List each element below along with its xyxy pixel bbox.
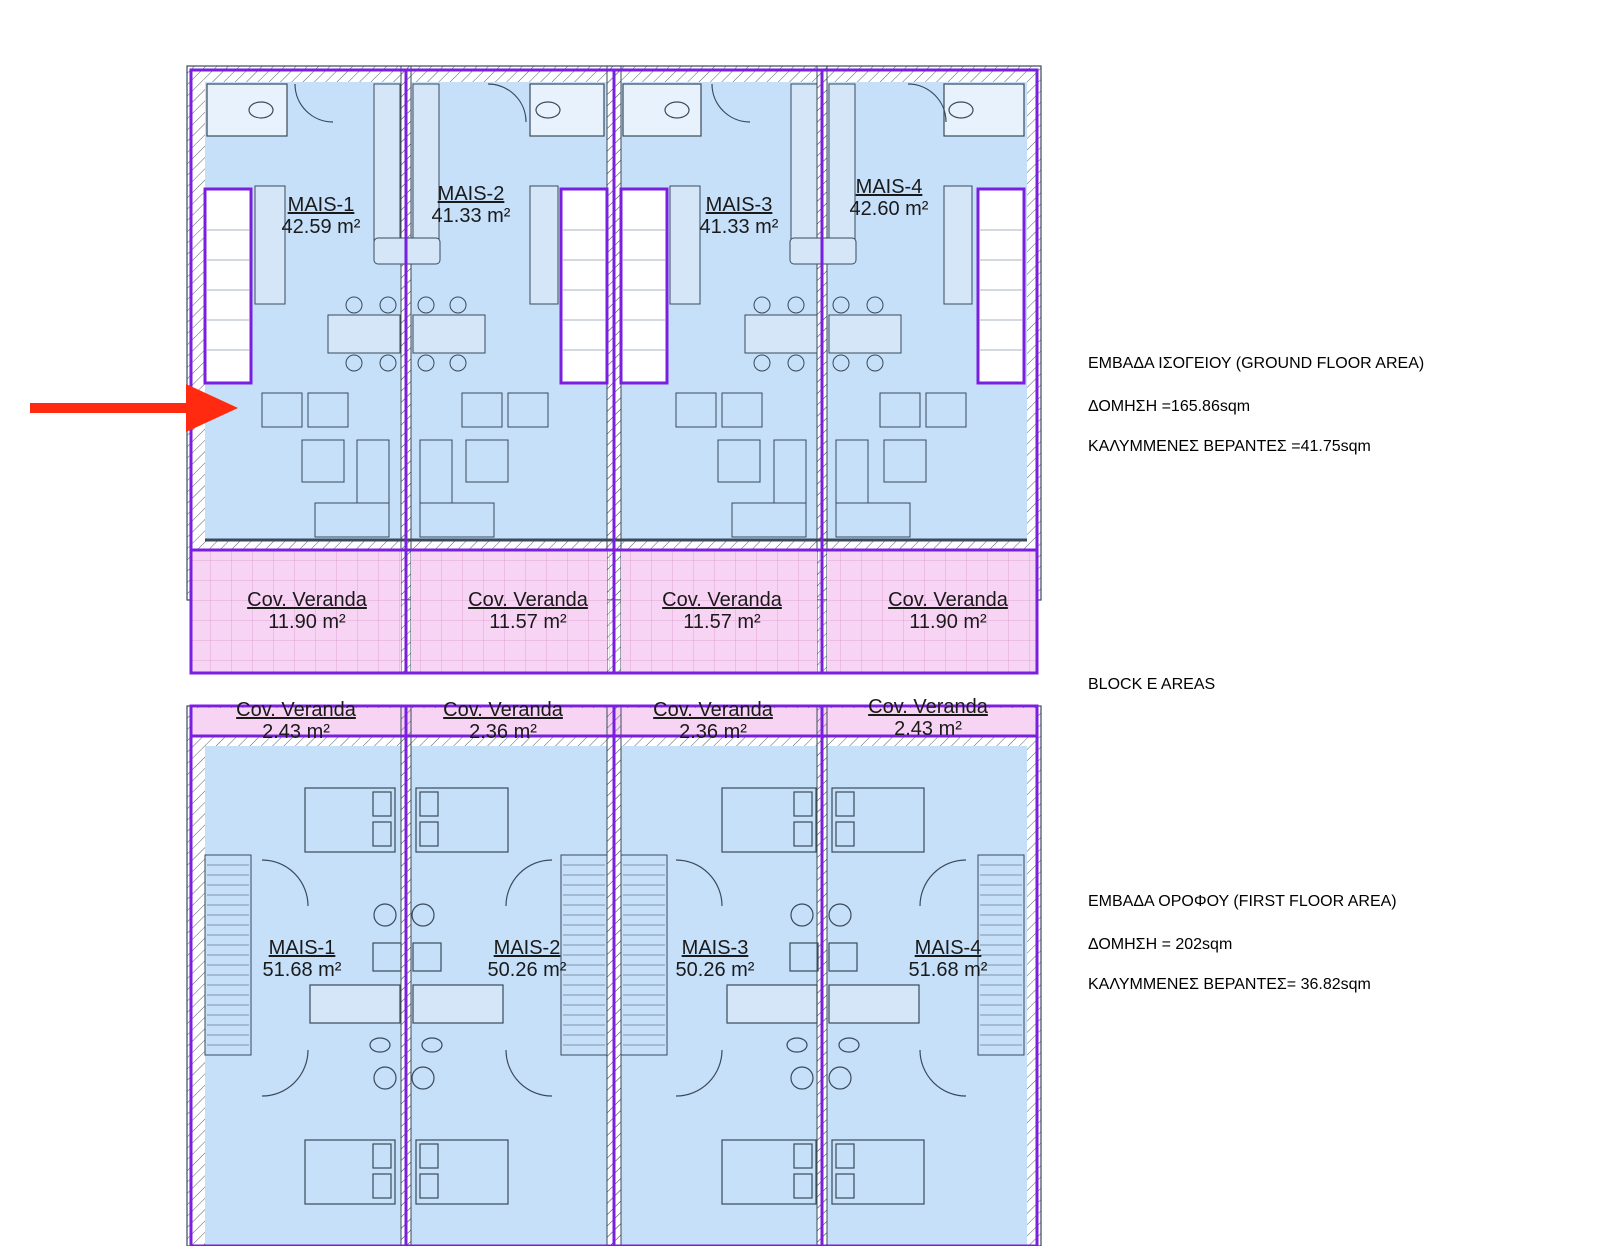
block-title: BLOCK E AREAS <box>1088 676 1216 693</box>
gf-veranda-3-name: Cov. Veranda <box>662 589 783 611</box>
ground-floor-verandas: ΚΑΛΥΜΜΕΝΕΣ ΒΕΡΑΝΤΕΣ =41.75sqm <box>1088 438 1371 455</box>
ground-floor-area-heading: ΕΜΒΑΔΑ ΙΣΟΓΕΙΟΥ (GROUND FLOOR AREA) <box>1088 355 1425 372</box>
gf-unit-2-name: MAIS-2 <box>438 183 505 205</box>
ground-floor-plan <box>186 65 1042 675</box>
first-floor-domisi: ΔΟΜΗΣΗ = 202sqm <box>1088 936 1233 953</box>
gf-unit-3-name: MAIS-3 <box>706 194 773 216</box>
first-floor-verandas: ΚΑΛΥΜΜΕΝΕΣ ΒΕΡΑΝΤΕΣ= 36.82sqm <box>1088 976 1371 993</box>
gf-unit-4-area: 42.60 m² <box>850 198 929 220</box>
ff-unit-1-area: 51.68 m² <box>263 959 342 981</box>
gf-veranda-3-area: 11.57 m² <box>683 611 761 633</box>
ff-veranda-1-area: 2.43 m² <box>262 721 330 743</box>
first-floor-labels: Cov. Veranda 2.43 m² Cov. Veranda 2.36 m… <box>236 696 989 981</box>
gf-stairs <box>203 187 1026 385</box>
ground-floor-domisi: ΔΟΜΗΣΗ =165.86sqm <box>1088 398 1251 415</box>
gf-veranda-4-name: Cov. Veranda <box>888 589 1009 611</box>
gf-veranda-1-name: Cov. Veranda <box>247 589 368 611</box>
ff-veranda-2-name: Cov. Veranda <box>443 699 564 721</box>
gf-veranda-1-area: 11.90 m² <box>268 611 346 633</box>
first-floor-plan <box>186 704 1042 1246</box>
ff-veranda-3-name: Cov. Veranda <box>653 699 774 721</box>
ff-unit-3-name: MAIS-3 <box>682 937 749 959</box>
ff-unit-2-area: 50.26 m² <box>488 959 567 981</box>
gf-unit-3-area: 41.33 m² <box>700 216 779 238</box>
gf-veranda-2-name: Cov. Veranda <box>468 589 589 611</box>
gf-veranda-4-area: 11.90 m² <box>909 611 987 633</box>
gf-unit-4-name: MAIS-4 <box>856 176 923 198</box>
gf-unit-1-name: MAIS-1 <box>288 194 355 216</box>
ff-unit-4-name: MAIS-4 <box>915 937 982 959</box>
ff-unit-1-name: MAIS-1 <box>269 937 336 959</box>
gf-veranda-2-area: 11.57 m² <box>489 611 567 633</box>
ff-veranda-2-area: 2.36 m² <box>469 721 537 743</box>
ground-floor-labels: MAIS-1 42.59 m² MAIS-2 41.33 m² MAIS-3 4… <box>247 176 1009 633</box>
ff-veranda-4-name: Cov. Veranda <box>868 696 989 718</box>
ff-veranda-1-name: Cov. Veranda <box>236 699 357 721</box>
ff-unit-3-area: 50.26 m² <box>676 959 755 981</box>
ff-veranda-4-area: 2.43 m² <box>894 718 962 740</box>
first-floor-area-heading: ΕΜΒΑΔΑ ΟΡΟΦΟΥ (FIRST FLOOR AREA) <box>1088 893 1397 910</box>
red-arrow-icon <box>30 384 238 432</box>
gf-unit-1-area: 42.59 m² <box>282 216 361 238</box>
ff-unit-4-area: 51.68 m² <box>909 959 988 981</box>
ff-veranda-3-area: 2.36 m² <box>679 721 747 743</box>
gf-unit-2-area: 41.33 m² <box>432 205 511 227</box>
ff-unit-2-name: MAIS-2 <box>494 937 561 959</box>
